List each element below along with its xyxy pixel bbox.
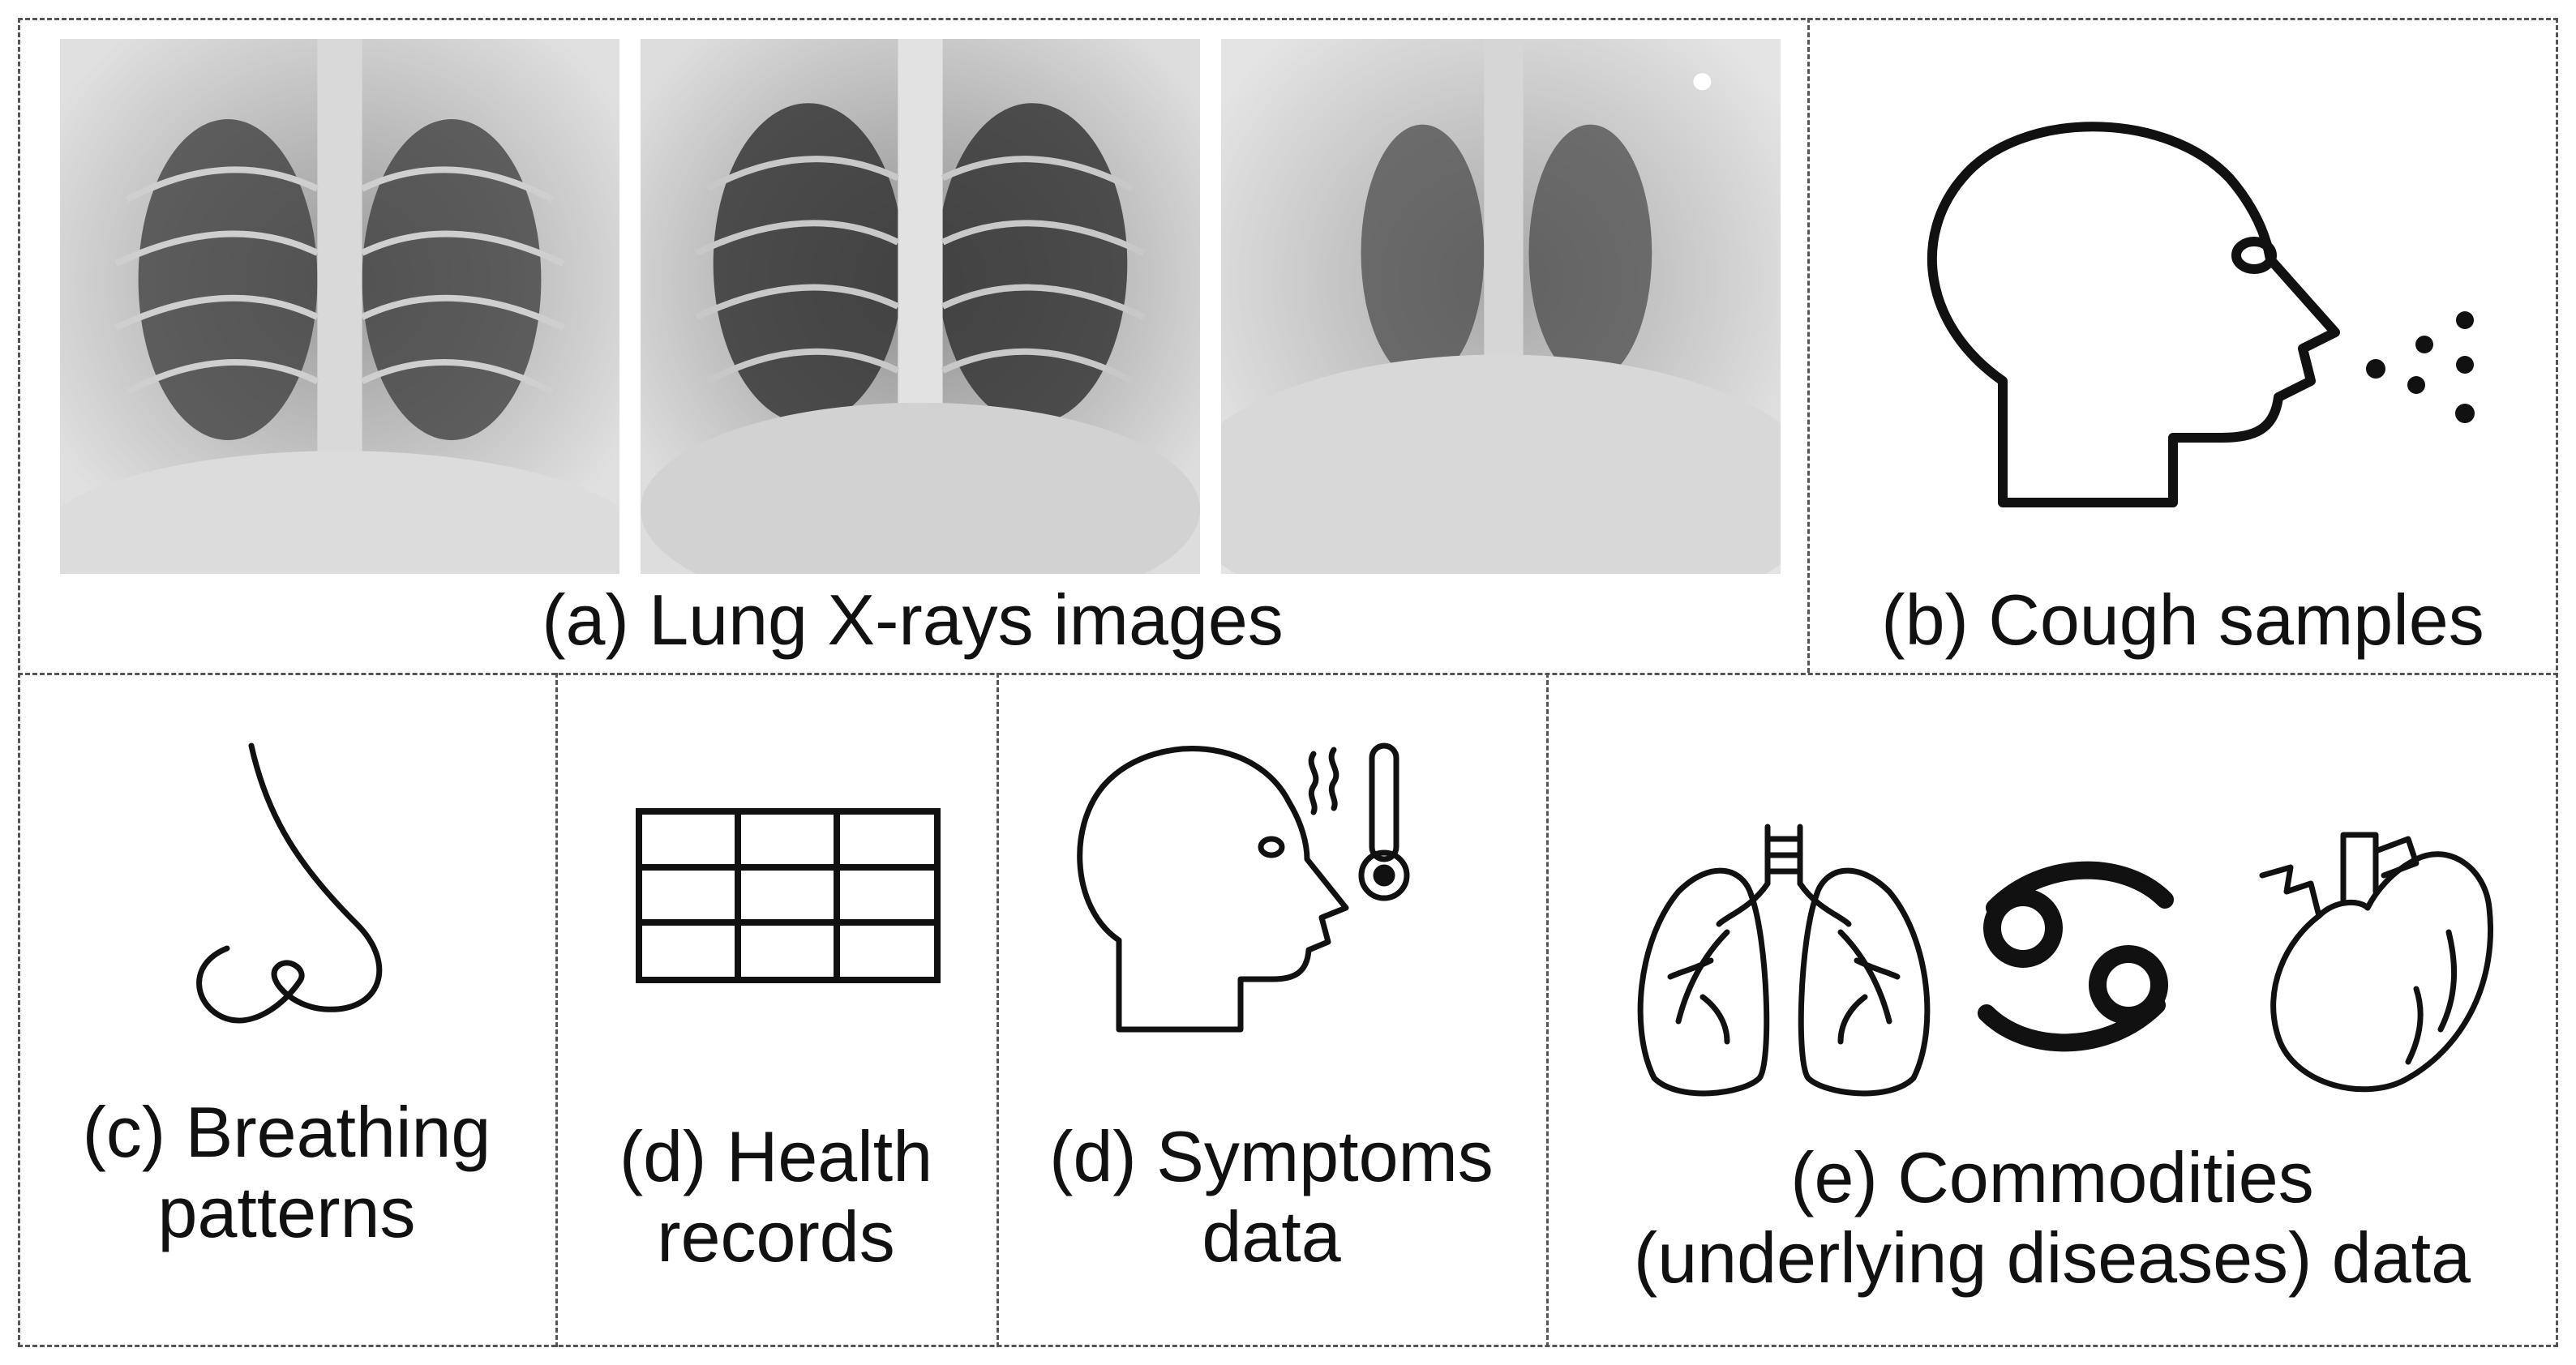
caption-commodities-line2: (underlying diseases) data bbox=[1633, 1217, 2471, 1298]
caption-health-line1: (d) Health bbox=[619, 1116, 933, 1196]
caption-breathing-line2: patterns bbox=[157, 1171, 416, 1252]
caption-symptoms: (d) Symptoms data bbox=[997, 1116, 1546, 1277]
table-grid-icon bbox=[634, 807, 942, 985]
divider-d-e bbox=[1546, 673, 1549, 1347]
row-divider bbox=[18, 673, 2558, 675]
divider-c-d bbox=[555, 673, 558, 1347]
caption-health: (d) Health records bbox=[555, 1116, 997, 1277]
heart-icon bbox=[2246, 802, 2505, 1102]
caption-symptoms-line2: data bbox=[1202, 1196, 1341, 1277]
nose-icon bbox=[178, 738, 405, 1046]
caption-health-line2: records bbox=[657, 1196, 895, 1277]
figure-frame bbox=[18, 18, 2558, 1347]
caption-symptoms-line1: (d) Symptoms bbox=[1049, 1116, 1494, 1196]
caption-breathing-line1: (c) Breathing bbox=[82, 1092, 491, 1172]
frame-right bbox=[2556, 18, 2558, 1347]
frame-top bbox=[18, 18, 2558, 20]
head-cough-icon bbox=[1905, 113, 2489, 519]
caption-commodities: (e) Commodities (underlying diseases) da… bbox=[1546, 1137, 2558, 1298]
divider-d-d bbox=[997, 673, 999, 1347]
lung-xray-image-1 bbox=[60, 39, 619, 574]
caption-xray: (a) Lung X-rays images bbox=[542, 580, 1284, 660]
lungs-icon bbox=[1630, 819, 1938, 1102]
frame-bottom bbox=[18, 1345, 2558, 1347]
lung-xray-image-3 bbox=[1221, 39, 1781, 574]
lung-xray-image-2 bbox=[641, 39, 1200, 574]
caption-commodities-line1: (e) Commodities bbox=[1790, 1137, 2314, 1217]
caption-breathing: (c) Breathing patterns bbox=[18, 1092, 555, 1252]
caption-cough: (b) Cough samples bbox=[1881, 580, 2484, 660]
head-fever-thermometer-icon bbox=[1070, 730, 1435, 1038]
cancer-symbol-icon bbox=[1962, 851, 2189, 1062]
divider-a-b bbox=[1807, 18, 1810, 673]
frame-left bbox=[18, 18, 20, 1347]
